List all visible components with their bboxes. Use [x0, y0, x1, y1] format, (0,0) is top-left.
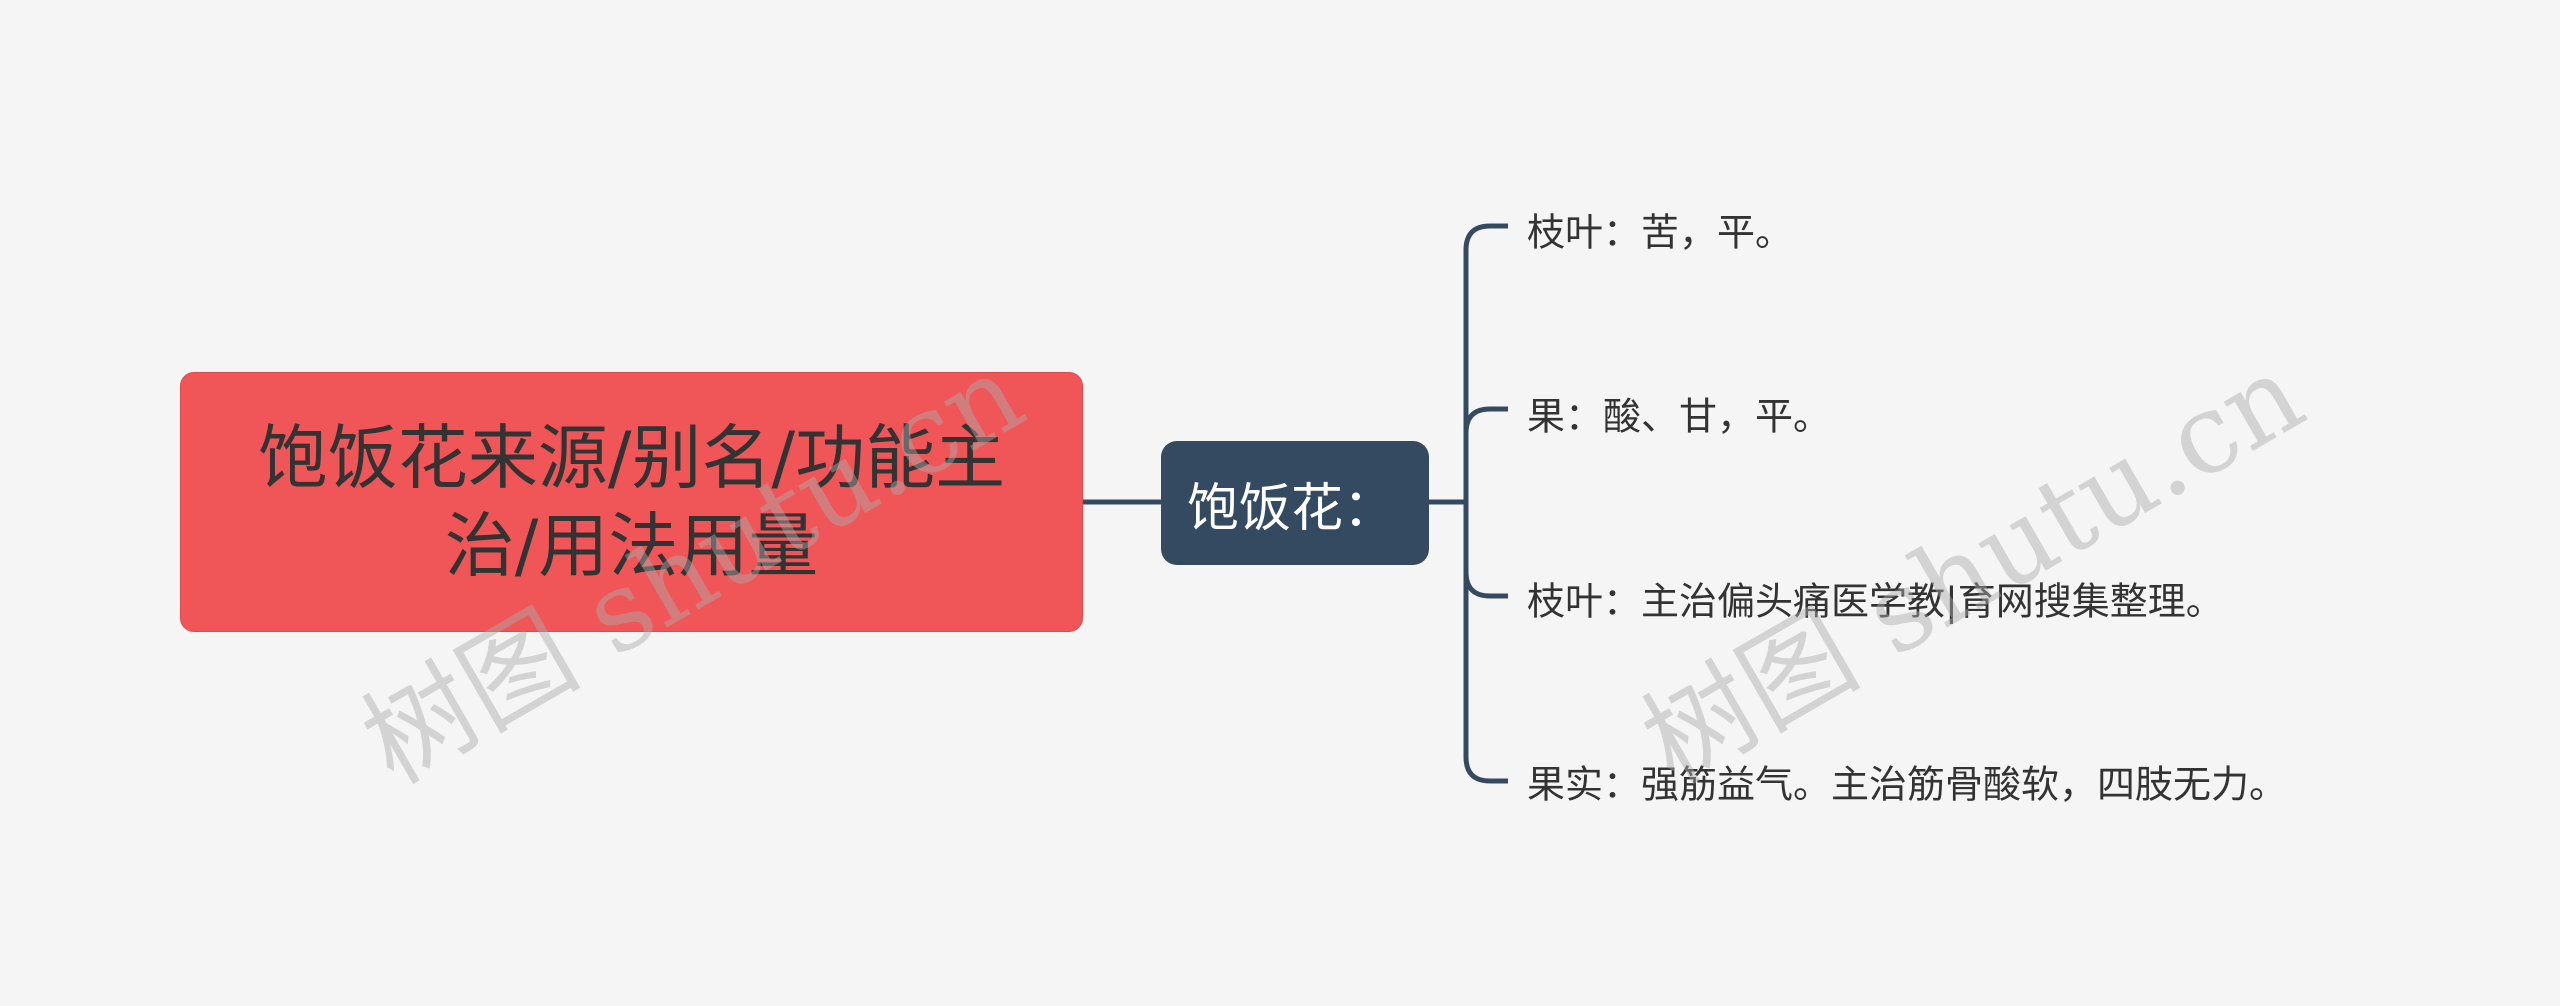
leaf-topic[interactable]: 枝叶：苦，平。 — [1527, 210, 1794, 255]
root-topic[interactable]: 饱饭花来源/别名/功能主治/用法用量 — [180, 372, 1083, 632]
center-topic[interactable]: 饱饭花： — [1161, 441, 1429, 565]
leaf-topic[interactable]: 枝叶：主治偏头痛医学教|育网搜集整理。 — [1527, 579, 2224, 624]
leaf-topic[interactable]: 果实：强筋益气。主治筋骨酸软，四肢无力。 — [1527, 762, 2288, 807]
center-topic-label: 饱饭花： — [1187, 478, 1396, 539]
root-topic-label: 饱饭花来源/别名/功能主治/用法用量 — [257, 417, 1006, 587]
leaf-topic[interactable]: 果：酸、甘，平。 — [1527, 394, 1832, 439]
branch-connector — [1463, 571, 1508, 599]
bracket-line — [1463, 223, 1508, 784]
branch-connector — [1463, 406, 1508, 434]
